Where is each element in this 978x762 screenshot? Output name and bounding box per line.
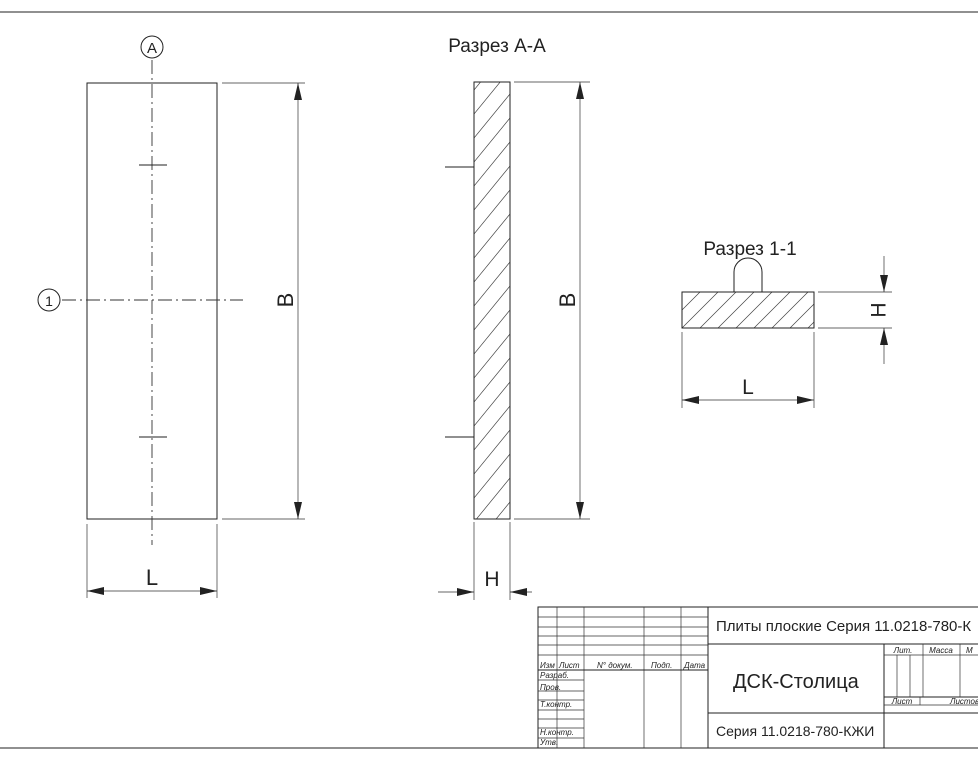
hatch-line <box>682 292 701 311</box>
hatch-line <box>753 292 791 328</box>
section-aa: Разрез А-А В Н <box>438 36 590 600</box>
dim-h-arrow-left <box>457 588 474 596</box>
axis-1-marker <box>37 288 61 312</box>
hatch-line <box>474 309 510 355</box>
dim-h2-arrow-top <box>880 275 888 292</box>
hatch-line <box>735 292 773 328</box>
hatch-line <box>474 381 510 427</box>
plan-view: А 1 В L <box>37 35 305 598</box>
tb-col-date-label: Дата <box>683 661 706 670</box>
tb-top-title: Плиты плоские Серия 11.0218-780-К <box>716 618 971 635</box>
tb-masshtab-label: М <box>966 646 973 655</box>
tb-series: Серия 11.0218-780-КЖИ <box>716 723 874 739</box>
dim-b-arrow-bottom <box>294 502 302 519</box>
dim-l-label: L <box>146 565 158 590</box>
tb-col-list-label: Лист <box>558 661 580 670</box>
tb-listov-label: Листов <box>949 697 978 706</box>
hatch-line <box>789 303 814 328</box>
section-11-outline <box>681 291 815 329</box>
hatch-line <box>474 189 510 235</box>
hatch-line <box>699 292 737 328</box>
dim-b2-label: В <box>555 293 580 308</box>
hatch-line <box>474 285 510 331</box>
tb-list-label: Лист <box>891 697 913 706</box>
axis-a-label: А <box>147 40 157 57</box>
dim-l2-arrow-right <box>797 396 814 404</box>
tb-row-lines <box>538 616 708 739</box>
hatch-line <box>495 501 510 519</box>
dim-l-arrow-left <box>87 587 104 595</box>
hatch-line <box>474 117 510 163</box>
dim-h-arrow-right <box>510 588 527 596</box>
dim-h2-label: Н <box>868 302 891 317</box>
hatch-line <box>474 261 510 307</box>
tb-lit-label: Лит. <box>893 646 913 655</box>
section-aa-hatch <box>474 82 510 570</box>
dim-b2-arrow-bottom <box>576 502 584 519</box>
hatch-line <box>474 141 510 187</box>
lifting-loop <box>733 257 763 292</box>
tb-row-prov: Пров. <box>540 683 561 692</box>
hatch-line <box>717 292 755 328</box>
tb-massa-label: Масса <box>929 646 953 655</box>
tb-row-utv: Утв. <box>539 738 558 747</box>
section-aa-title: Разрез А-А <box>448 36 546 57</box>
hatch-line <box>474 165 510 211</box>
title-block-frame <box>537 606 978 749</box>
tb-col-doc-label: N° докум. <box>597 661 633 670</box>
hatch-line <box>474 333 510 379</box>
title-block: Лит. Масса М Лист Листов Изм Лист N° док… <box>537 606 978 749</box>
dim-b2-arrow-top <box>576 82 584 99</box>
axis-1-label: 1 <box>45 293 53 309</box>
hatch-line <box>474 237 510 283</box>
hatch-line <box>474 453 510 499</box>
dim-h2-arrow-bottom <box>880 328 888 345</box>
section-11: Разрез 1-1 Н L <box>681 239 892 408</box>
dim-b-label: В <box>273 293 298 308</box>
dim-l-arrow-right <box>200 587 217 595</box>
section-11-hatch <box>682 292 862 328</box>
tb-col-izm-label: Изм <box>540 661 555 670</box>
hatch-line <box>682 292 719 328</box>
dim-h-label: Н <box>484 568 499 591</box>
hatch-line <box>826 292 862 328</box>
hatch-line <box>682 292 683 293</box>
tb-col-sign-label: Подп. <box>651 661 672 670</box>
tb-company: ДСК-Столица <box>733 671 860 693</box>
hatch-line <box>474 213 510 259</box>
hatch-line <box>476 477 510 519</box>
hatch-line <box>474 429 510 475</box>
section-11-title: Разрез 1-1 <box>703 239 796 260</box>
hatch-line <box>771 292 809 328</box>
hatch-line <box>474 405 510 451</box>
hatch-line <box>474 357 510 403</box>
hatch-line <box>474 93 510 139</box>
hatch-line <box>474 82 481 91</box>
tb-row-tkontr: Т.контр. <box>540 700 572 709</box>
hatch-line <box>474 526 510 570</box>
dim-l2-arrow-left <box>682 396 699 404</box>
section-aa-outline <box>473 81 511 520</box>
dim-b-arrow-top <box>294 83 302 100</box>
hatch-line <box>474 82 501 115</box>
dim-l2-label: L <box>742 376 754 399</box>
tb-row-razrab: Разраб. <box>540 671 569 680</box>
axis-a-marker <box>140 35 164 59</box>
tb-row-nkontr: Н.контр. <box>540 728 574 737</box>
hatch-line <box>807 321 814 328</box>
